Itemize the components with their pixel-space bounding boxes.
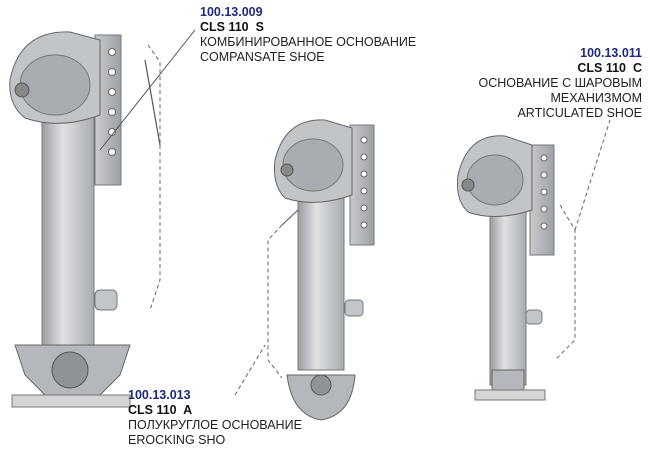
jack-cls110-a xyxy=(234,119,375,421)
product-model: CLS 110 A xyxy=(128,403,193,417)
product-label-a: 100.13.013 CLS 110 A ПОЛУКРУГЛОЕ ОСНОВАН… xyxy=(128,388,302,448)
product-code: 100.13.011 xyxy=(580,46,642,60)
product-model: CLS 110 S xyxy=(200,20,264,34)
product-desc-ru: КОМБИНИРОВАННОЕ ОСНОВАНИЕ xyxy=(200,35,417,49)
product-desc-ru: ПОЛУКРУГЛОЕ ОСНОВАНИЕ xyxy=(128,418,302,432)
product-label-c: 100.13.011 CLS 110 C ОСНОВАНИЕ С ШАРОВЫМ… xyxy=(479,46,642,121)
product-desc-en: COMPANSATE SHOE xyxy=(200,50,325,64)
product-label-s: 100.13.009 CLS 110 S КОМБИНИРОВАННОЕ ОСН… xyxy=(200,5,416,65)
product-desc-en: ARTICULATED SHOE xyxy=(517,106,642,120)
product-desc-ru-2: МЕХАНИЗМОМ xyxy=(550,91,642,105)
jack-cls110-s xyxy=(9,29,196,408)
product-desc-en: EROCKING SHO xyxy=(128,433,226,447)
jack-cls110-c xyxy=(457,119,611,401)
product-desc-ru: ОСНОВАНИЕ С ШАРОВЫМ xyxy=(478,76,642,90)
product-model: CLS 110 C xyxy=(577,61,642,75)
product-code: 100.13.013 xyxy=(128,388,191,402)
product-code: 100.13.009 xyxy=(200,5,263,19)
